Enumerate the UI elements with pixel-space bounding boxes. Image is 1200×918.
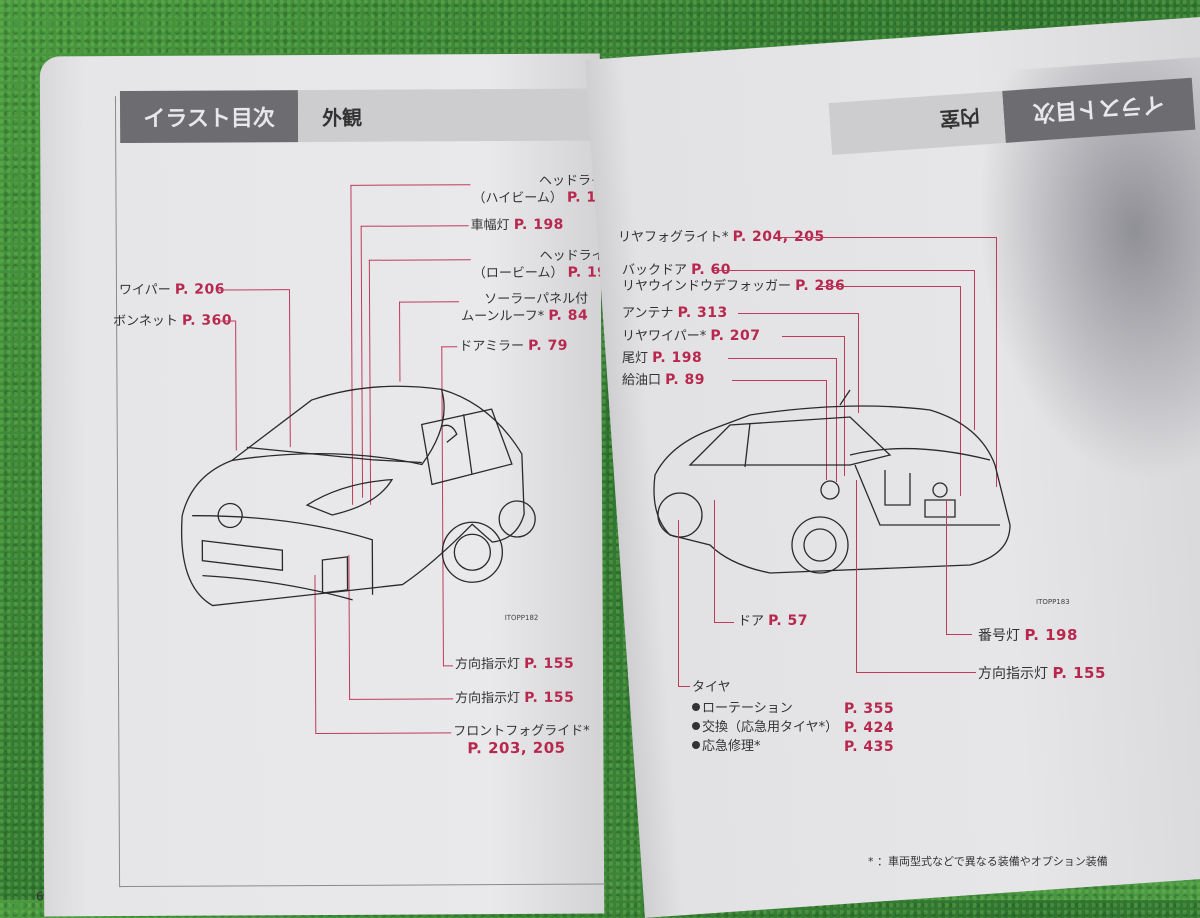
label-door-mirror: ドアミラー P. 79 bbox=[459, 338, 568, 356]
page-number: 6 bbox=[36, 889, 44, 904]
page-link[interactable]: P. 198 bbox=[513, 216, 564, 233]
car-front-illustration bbox=[180, 385, 536, 607]
label-text: リヤワイパー* bbox=[622, 329, 707, 344]
footnote-mark: * bbox=[868, 855, 874, 868]
label-text: ボンネット bbox=[113, 313, 178, 330]
page-link[interactable]: P. 198 bbox=[652, 350, 703, 366]
label-antenna: アンテナ P. 313 bbox=[622, 305, 728, 322]
label-text: ワイパー bbox=[118, 282, 171, 299]
label-fuel-door: 給油口 P. 89 bbox=[622, 372, 705, 389]
label-text: 給油口 bbox=[622, 373, 662, 388]
label-text: フロントフォグライド* bbox=[453, 723, 590, 740]
label-text: 方向指示灯 bbox=[978, 666, 1048, 682]
label-text: （ハイビーム） bbox=[472, 190, 563, 207]
page-link[interactable]: P. 155 bbox=[524, 655, 575, 672]
label-turn-signal-rear: 方向指示灯 P. 155 bbox=[978, 665, 1106, 682]
tire-item: ローテーション P. 355 bbox=[692, 701, 902, 717]
footnote: * ：車両型式などで異なる装備やオプション装備 bbox=[868, 853, 1108, 869]
page-link[interactable]: P. 424 bbox=[844, 720, 895, 736]
page-link[interactable]: P. 84 bbox=[548, 307, 589, 324]
page-link[interactable]: P. 57 bbox=[768, 613, 809, 629]
page-link[interactable]: P. 203, 205 bbox=[467, 738, 566, 758]
page-link[interactable]: P. 435 bbox=[844, 739, 895, 755]
label-text: ヘッドライト bbox=[539, 248, 618, 264]
subsection-title: 外観 bbox=[297, 88, 623, 143]
car-rear-illustration bbox=[653, 389, 1011, 574]
page-link[interactable]: P. 198 bbox=[1024, 626, 1078, 644]
illustration-code: ITOPP183 bbox=[1036, 598, 1070, 606]
page-link[interactable]: P. 60 bbox=[691, 262, 732, 278]
label-text: ソーラーパネル付 bbox=[484, 291, 589, 308]
label-rear-wiper: リヤワイパー* P. 207 bbox=[622, 328, 761, 345]
label-text: リヤウインドウデフォッガー bbox=[622, 279, 792, 294]
label-text: 交換（応急用タイヤ*） bbox=[702, 720, 839, 735]
label-text: アンテナ bbox=[622, 306, 674, 321]
label-turn-signal-1: 方向指示灯 P. 155 bbox=[455, 656, 574, 674]
page-link[interactable]: P. 79 bbox=[528, 337, 569, 354]
label-back-door: バックドア P. 60 bbox=[622, 262, 731, 279]
label-text: 車幅灯 bbox=[470, 218, 510, 234]
label-text: ムーンルーフ* bbox=[461, 308, 545, 325]
label-text: 方向指示灯 bbox=[455, 690, 521, 707]
page-link[interactable]: P. 355 bbox=[844, 701, 895, 717]
page-link[interactable]: P. 89 bbox=[665, 372, 706, 388]
label-text: ローテーション bbox=[702, 701, 793, 716]
illustration-code: ITOPP182 bbox=[504, 613, 539, 623]
label-turn-signal-2: 方向指示灯 P. 155 bbox=[455, 690, 574, 708]
page-link[interactable]: P. 155 bbox=[1052, 664, 1106, 682]
label-text: （ロービーム） bbox=[472, 265, 564, 282]
label-tail-lamp: 尾灯 P. 198 bbox=[622, 350, 702, 367]
label-text: 方向指示灯 bbox=[454, 656, 520, 673]
label-text: ドア bbox=[738, 614, 765, 629]
tire-title: タイヤ bbox=[692, 680, 731, 695]
label-moonroof: ソーラーパネル付 ムーンルーフ* P. 84 bbox=[461, 292, 588, 326]
label-text: リヤフォグライト* bbox=[618, 230, 729, 245]
page-link[interactable]: P. 206 bbox=[174, 281, 226, 298]
label-headlight-low: ヘッドライト （ロービーム） P. 198 bbox=[473, 248, 618, 282]
tire-item: 交換（応急用タイヤ*） P. 424 bbox=[692, 720, 902, 736]
page-link[interactable]: P. 155 bbox=[524, 689, 575, 706]
label-text: ドアミラー bbox=[459, 338, 525, 355]
label-license-lamp: 番号灯 P. 198 bbox=[978, 627, 1078, 644]
left-page: イラスト目次 外観 ヘッドライト （ハイビーム） P. 198 車幅灯 P. 1… bbox=[36, 53, 623, 917]
page-link[interactable]: P. 286 bbox=[795, 278, 846, 294]
label-text: バックドア bbox=[622, 263, 688, 278]
label-door: ドア P. 57 bbox=[738, 613, 808, 630]
left-header: イラスト目次 外観 bbox=[119, 88, 623, 144]
label-clearance-lamp: 車幅灯 P. 198 bbox=[471, 217, 564, 234]
page-link[interactable]: P. 207 bbox=[710, 328, 761, 344]
label-bonnet: ボンネット P. 360 bbox=[113, 312, 232, 330]
label-wiper: ワイパー P. 206 bbox=[119, 282, 225, 300]
section-title: イラスト目次 bbox=[119, 90, 299, 144]
label-rear-defogger: リヤウインドウデフォッガー P. 286 bbox=[622, 278, 845, 295]
label-text: 番号灯 bbox=[978, 628, 1020, 644]
tire-item: 応急修理* P. 435 bbox=[692, 739, 902, 755]
label-text: 尾灯 bbox=[622, 351, 649, 366]
page-link[interactable]: P. 313 bbox=[677, 305, 728, 321]
footnote-text: ：車両型式などで異なる装備やオプション装備 bbox=[877, 855, 1108, 868]
label-text: 応急修理* bbox=[702, 739, 761, 754]
label-front-fog: フロントフォグライド* P. 203, 205 bbox=[453, 724, 590, 759]
